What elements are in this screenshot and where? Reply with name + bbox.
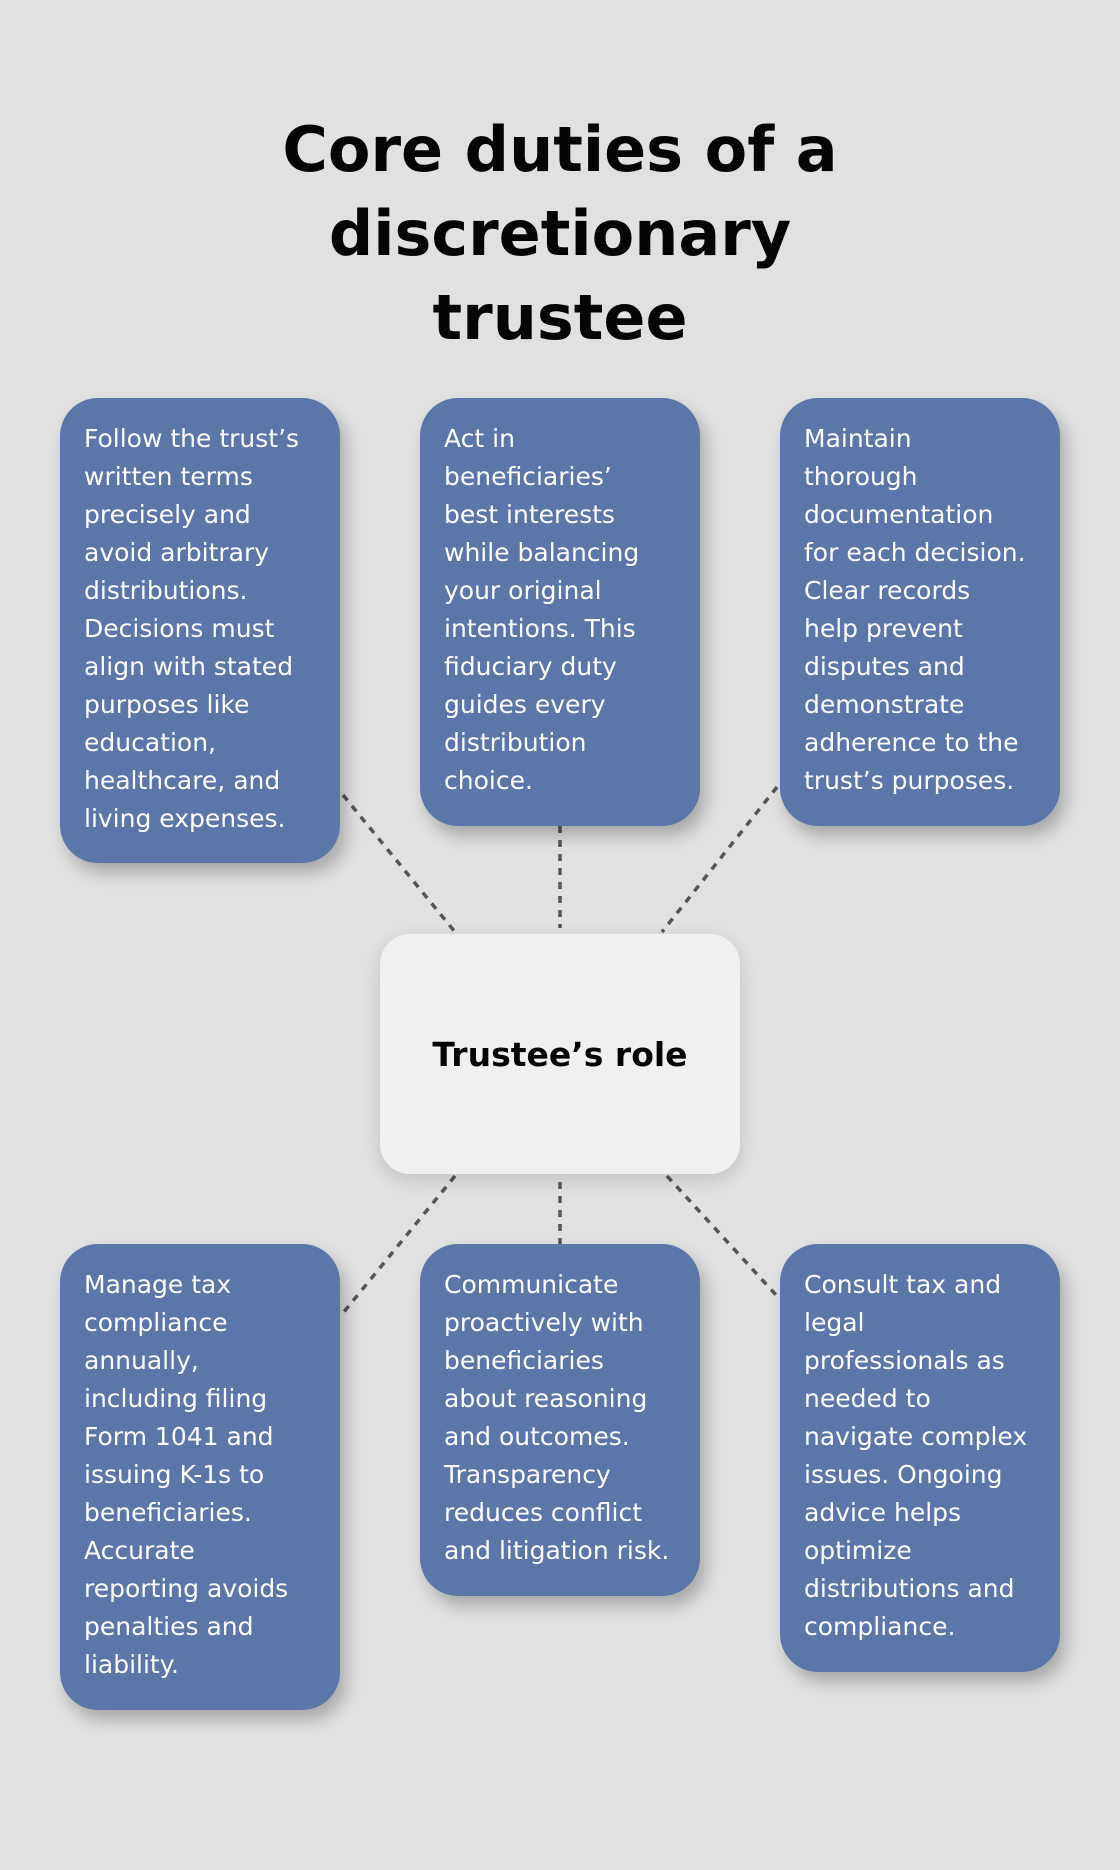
center-label: Trustee’s role bbox=[432, 1034, 688, 1074]
duty-text: Manage tax compliance annually, includin… bbox=[84, 1270, 289, 1679]
connector-bottom-left bbox=[341, 1174, 457, 1315]
duty-card-professional-advice: Consult tax and legal professionals as n… bbox=[780, 1244, 1060, 1672]
duty-text: Follow the trust’s written terms precise… bbox=[84, 424, 300, 833]
duty-text: Maintain thorough documentation for each… bbox=[804, 424, 1026, 795]
duty-text: Communicate proactively with beneficiari… bbox=[444, 1270, 670, 1565]
connector-top-left bbox=[341, 793, 457, 934]
duty-card-tax-compliance: Manage tax compliance annually, includin… bbox=[60, 1244, 340, 1710]
page-title: Core duties of a discretionary trustee bbox=[282, 113, 838, 354]
duty-card-communication: Communicate proactively with beneficiari… bbox=[420, 1244, 700, 1596]
duty-text: Act in beneficiaries’ best interests whi… bbox=[444, 424, 640, 795]
duty-card-best-interests: Act in beneficiaries’ best interests whi… bbox=[420, 398, 700, 826]
duty-card-follow-terms: Follow the trust’s written terms precise… bbox=[60, 398, 340, 863]
center-node: Trustee’s role bbox=[380, 934, 740, 1174]
duty-card-documentation: Maintain thorough documentation for each… bbox=[780, 398, 1060, 826]
connector-top-right bbox=[660, 785, 779, 934]
duty-text: Consult tax and legal professionals as n… bbox=[804, 1270, 1028, 1641]
